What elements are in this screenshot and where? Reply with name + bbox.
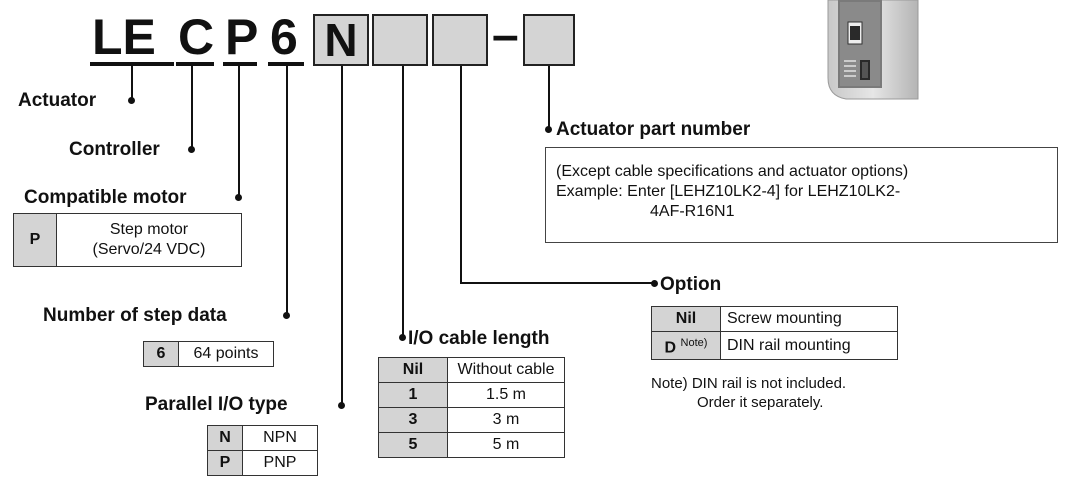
- cable-label: I/O cable length: [408, 328, 550, 349]
- option-dot: [651, 280, 658, 287]
- cable-key: 5: [378, 432, 448, 458]
- motor-dot: [235, 194, 242, 201]
- motor-label: Compatible motor: [24, 187, 187, 208]
- code-dash: –: [492, 9, 519, 62]
- io-type-table: N NPN P PNP: [207, 425, 318, 476]
- cable-value: 3 m: [447, 407, 565, 433]
- code-cable-box: [372, 14, 428, 66]
- motor-value: Step motor (Servo/24 VDC): [56, 213, 242, 267]
- motor-value-line1: Step motor: [109, 221, 189, 238]
- cable-key: Nil: [378, 357, 448, 383]
- motor-value-line2: (Servo/24 VDC): [92, 241, 206, 258]
- motor-key: P: [13, 213, 57, 267]
- part-number-box: (Except cable specifications and actuato…: [545, 147, 1058, 243]
- controller-label: Controller: [69, 139, 160, 160]
- code-io-type-box: N: [313, 14, 369, 66]
- code-part-number-box: [523, 14, 575, 66]
- io-type-label: Parallel I/O type: [145, 394, 288, 415]
- step-data-value: 64 points: [178, 341, 274, 367]
- option-value: Screw mounting: [720, 306, 898, 332]
- table-row: D Note) DIN rail mounting: [651, 330, 898, 361]
- io-type-key: N: [207, 425, 243, 451]
- io-type-key: P: [207, 450, 243, 476]
- option-key: Nil: [651, 306, 721, 332]
- step-data-key: 6: [143, 341, 179, 367]
- option-value: DIN rail mounting: [720, 330, 898, 361]
- cable-value: 1.5 m: [447, 382, 565, 408]
- motor-table: P Step motor (Servo/24 VDC): [13, 213, 242, 267]
- io-type-value: NPN: [242, 425, 318, 451]
- controller-dot: [188, 146, 195, 153]
- actuator-dot: [128, 97, 135, 104]
- table-row: Nil Screw mounting: [651, 306, 898, 332]
- controller-product-image: [827, 0, 919, 100]
- option-note-line2: Order it separately.: [697, 394, 824, 411]
- underline-step-data: [268, 62, 304, 66]
- table-row: 3 3 m: [378, 407, 565, 433]
- actuator-label: Actuator: [18, 90, 97, 111]
- option-table: Nil Screw mounting D Note) DIN rail moun…: [651, 306, 898, 361]
- underline-motor: [223, 62, 257, 66]
- step-data-label: Number of step data: [43, 305, 227, 326]
- part-number-dot: [545, 126, 552, 133]
- part-number-label: Actuator part number: [556, 119, 751, 140]
- option-note-line1: Note) DIN rail is not included.: [651, 375, 847, 392]
- option-key: D: [664, 339, 677, 357]
- table-row: 6 64 points: [143, 341, 274, 367]
- part-number-line3: 4AF-R16N1: [650, 203, 735, 220]
- part-number-line2: Example: Enter [LEHZ10LK2-4] for LEHZ10L…: [556, 183, 901, 200]
- code-motor: P: [225, 9, 259, 65]
- step-data-table: 6 64 points: [143, 341, 274, 367]
- part-number-line1: (Except cable specifications and actuato…: [556, 163, 909, 180]
- underline-actuator: [90, 62, 174, 66]
- io-type-value: PNP: [242, 450, 318, 476]
- option-label: Option: [660, 274, 722, 295]
- option-leader: [460, 66, 655, 284]
- code-actuator: LE: [92, 9, 156, 65]
- code-option-box: [432, 14, 488, 66]
- table-row: 1 1.5 m: [378, 382, 565, 408]
- code-controller: C: [178, 9, 215, 65]
- cable-value: 5 m: [447, 432, 565, 458]
- cable-dot: [399, 334, 406, 341]
- step-data-dot: [283, 312, 290, 319]
- option-key-cell: D Note): [651, 330, 721, 361]
- underline-controller: [176, 62, 214, 66]
- table-row: 5 5 m: [378, 432, 565, 458]
- cable-key: 3: [378, 407, 448, 433]
- cable-table: Nil Without cable 1 1.5 m 3 3 m 5 5 m: [378, 357, 565, 458]
- option-key-note: Note): [680, 337, 708, 349]
- io-type-dot: [338, 402, 345, 409]
- cable-key: 1: [378, 382, 448, 408]
- cable-value: Without cable: [447, 357, 565, 383]
- code-step-data: 6: [270, 9, 298, 65]
- table-row: P PNP: [207, 450, 318, 476]
- table-row: N NPN: [207, 425, 318, 451]
- table-row: Nil Without cable: [378, 357, 565, 383]
